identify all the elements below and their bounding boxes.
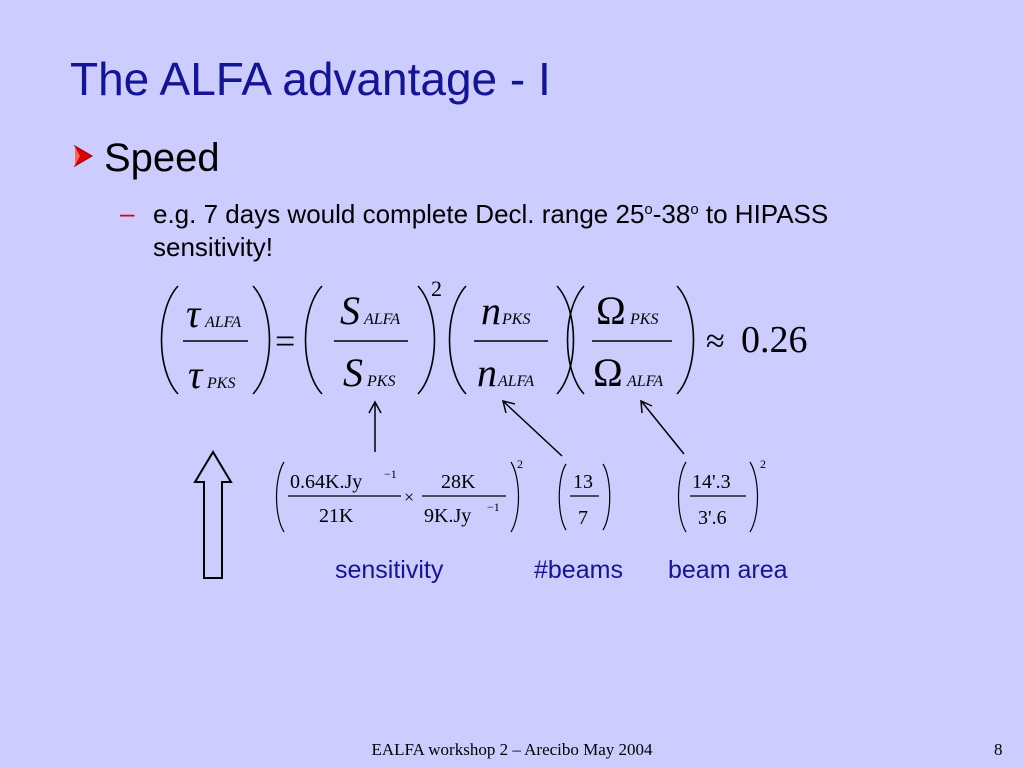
bullet-speed: Speed	[72, 138, 220, 178]
bullet-text: Speed	[104, 136, 220, 180]
sens-times: ×	[404, 487, 414, 507]
arrow-head-2-icon	[501, 399, 516, 414]
beams-factor: 13 7	[558, 463, 611, 531]
degree-mark-2: o	[690, 201, 699, 218]
s-pks-symbol: S	[343, 350, 363, 395]
big-up-arrow-icon	[193, 450, 233, 579]
slide-title: The ALFA advantage - I	[70, 53, 551, 105]
n-alfa-symbol: n	[477, 350, 497, 395]
sub-bullet-line2: sensitivity!	[153, 232, 273, 262]
omega-alfa-subscript: ALFA	[626, 373, 663, 390]
annotation-arrows	[368, 399, 685, 457]
omega-pks-symbol: Ω	[596, 288, 626, 333]
beam-area-factor: 14'.3 3'.6 2	[677, 457, 766, 533]
arrow-bullet-icon	[72, 144, 94, 173]
s-ratio-exponent: 2	[431, 276, 442, 301]
degree-mark-1: o	[644, 201, 653, 218]
tau-pks-subscript: PKS	[206, 375, 235, 392]
area-den: 3'.6	[698, 507, 727, 529]
label-sensitivity: sensitivity	[335, 556, 444, 584]
sens-num1: 0.64K.Jy	[290, 471, 362, 493]
n-pks-subscript: PKS	[501, 311, 530, 328]
tau-alfa-symbol: τ	[186, 291, 202, 336]
s-alfa-subscript: ALFA	[363, 311, 400, 328]
main-equation: τ ALFA τ PKS = S ALFA S PKS 2 n PKS n AL…	[160, 276, 808, 397]
n-pks-symbol: n	[481, 288, 501, 333]
sens-num2: 28K	[441, 471, 476, 493]
label-beam-area: beam area	[668, 556, 788, 584]
sub-bullet-line1-post: to HIPASS	[698, 199, 829, 229]
dash-bullet-icon: –	[120, 198, 135, 228]
area-num: 14'.3	[692, 471, 731, 493]
page-number: 8	[994, 740, 1003, 759]
sensitivity-factor: 0.64K.Jy −1 21K × 28K 9K.Jy −1 2	[275, 457, 523, 533]
label-beams: #beams	[534, 556, 623, 584]
footer: EALFA workshop 2 – Arecibo May 2004	[371, 740, 653, 759]
sens-num1-exp: −1	[384, 467, 397, 481]
equals-sign: =	[275, 321, 295, 361]
tau-alfa-subscript: ALFA	[204, 314, 241, 331]
approx-sign: ≈	[706, 323, 725, 360]
result-value: 0.26	[741, 319, 808, 361]
area-exponent: 2	[760, 457, 766, 471]
sens-den2-exp: −1	[487, 500, 500, 514]
beams-den: 7	[578, 507, 588, 529]
sens-den1: 21K	[319, 505, 354, 527]
s-pks-subscript: PKS	[366, 373, 395, 390]
arrow-to-omega-ratio	[641, 401, 685, 455]
sub-bullet-text: e.g. 7 days would complete Decl. range 2…	[153, 198, 828, 264]
sub-bullet-mid: -38	[652, 199, 691, 229]
sens-exponent: 2	[517, 457, 523, 471]
omega-alfa-symbol: Ω	[593, 350, 623, 395]
tau-pks-symbol: τ	[188, 352, 204, 397]
arrow-head-3-icon	[640, 399, 653, 414]
arrow-to-n-ratio	[503, 401, 563, 457]
n-alfa-subscript: ALFA	[497, 373, 534, 390]
sens-den2: 9K.Jy	[424, 505, 471, 527]
s-alfa-symbol: S	[340, 288, 360, 333]
sub-bullet-line1-pre: e.g. 7 days would complete Decl. range 2…	[153, 199, 645, 229]
arrow-head-1-icon	[368, 400, 382, 414]
beams-num: 13	[573, 471, 593, 493]
omega-pks-subscript: PKS	[629, 311, 658, 328]
